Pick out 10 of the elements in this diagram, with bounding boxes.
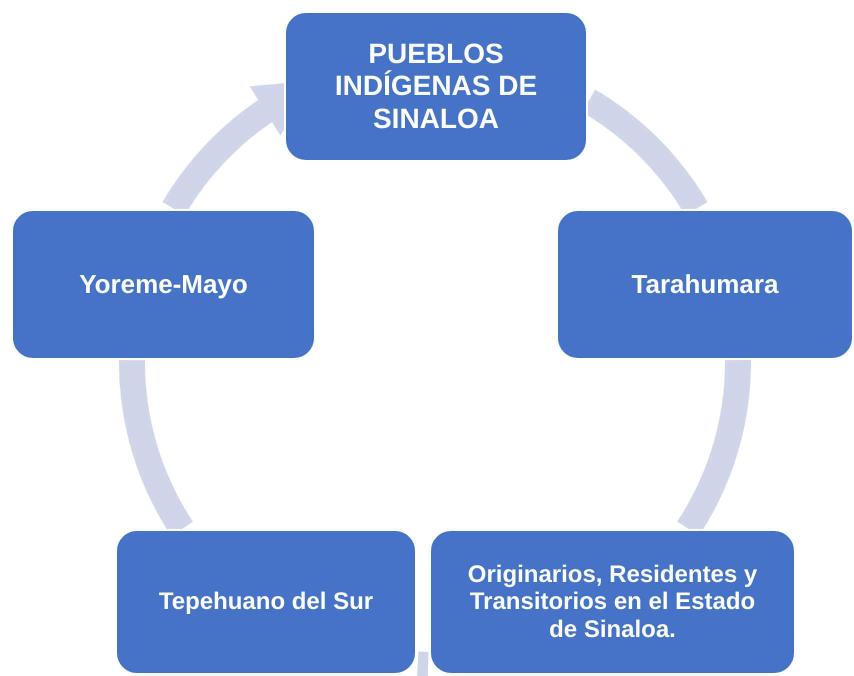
- node-label: Originarios, Residentes y Transitorios en el Estado de Sinaloa.: [466, 560, 758, 644]
- rounded-box: [115, 529, 417, 675]
- rounded-box: [556, 209, 854, 360]
- rounded-box: [429, 529, 796, 675]
- node-label: Tepehuano del Sur: [158, 588, 374, 616]
- node-label: Tarahumara: [632, 270, 778, 300]
- node-label: Yoreme-Mayo: [79, 270, 248, 300]
- rounded-box: [284, 11, 588, 162]
- node-label: PUEBLOS INDÍGENAS DE SINALOA: [334, 38, 538, 135]
- rounded-box: [11, 209, 316, 360]
